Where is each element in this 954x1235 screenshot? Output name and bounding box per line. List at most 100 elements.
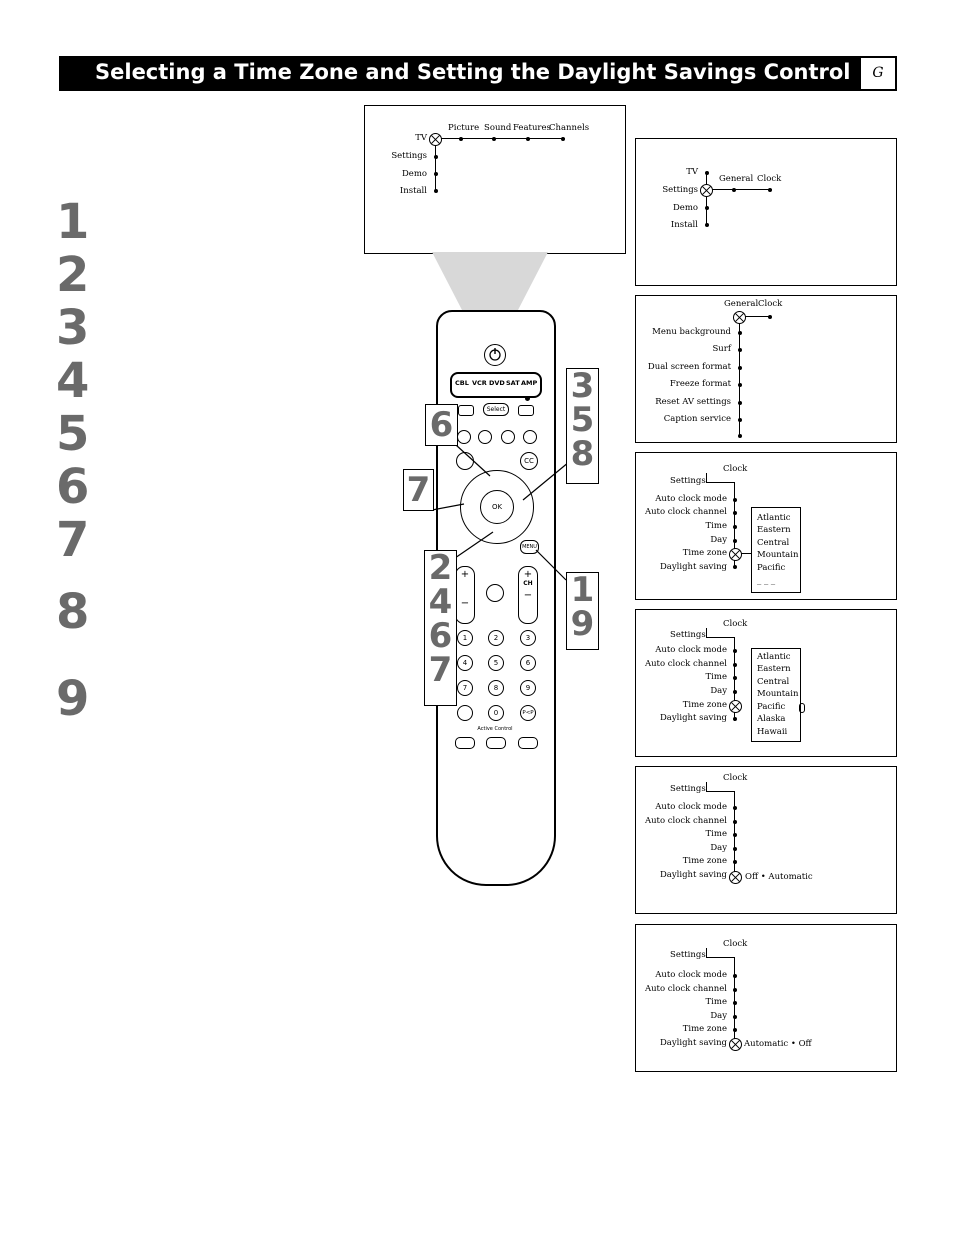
daylight-options: Off • Automatic — [745, 872, 813, 882]
timezone-list: Atlantic Eastern Central Mountain Pacifi… — [751, 648, 801, 742]
menu-item: Auto clock channel — [644, 507, 727, 517]
timezone-option: Central — [757, 538, 790, 548]
daylight-saving-screen: Clock Settings Auto clock mode Auto cloc… — [635, 766, 897, 914]
av-button[interactable] — [458, 405, 474, 416]
format-button[interactable] — [518, 405, 534, 416]
cc-button[interactable]: CC — [520, 452, 538, 470]
stop-button[interactable] — [478, 430, 492, 444]
function-button[interactable] — [455, 737, 475, 749]
menu-item: Caption service — [663, 414, 731, 424]
function-button[interactable] — [518, 737, 538, 749]
menu-tab: Channels — [549, 123, 590, 133]
menu-cursor-icon — [700, 184, 713, 197]
timezone-list: Atlantic Eastern Central Mountain Pacifi… — [751, 507, 801, 593]
digit-button[interactable]: 4 — [457, 655, 473, 671]
step-number: 1 — [56, 194, 90, 250]
digit-button[interactable]: 8 — [488, 680, 504, 696]
forward-button[interactable] — [523, 430, 537, 444]
settings-label: Settings — [670, 630, 706, 640]
digit-button[interactable]: 6 — [520, 655, 536, 671]
source-button-sat[interactable]: SAT — [506, 379, 520, 387]
menu-item: Time — [705, 829, 727, 839]
ok-button[interactable]: OK — [480, 490, 514, 524]
menu-item: Freeze format — [669, 379, 731, 389]
menu-item: Day — [710, 686, 727, 696]
source-button-cbl[interactable]: CBL — [455, 379, 469, 387]
step-number: 4 — [56, 353, 90, 409]
menu-item: Time zone — [682, 1024, 727, 1034]
clock-label: Clock — [723, 464, 748, 474]
navigation-ring[interactable] — [460, 470, 534, 544]
menu-cursor-icon — [733, 311, 746, 324]
digit-button[interactable]: 7 — [457, 680, 473, 696]
active-control-label: Active Control — [477, 726, 513, 732]
menu-item: Dual screen format — [647, 362, 731, 372]
play-button[interactable] — [501, 430, 515, 444]
menu-item: Time — [705, 521, 727, 531]
menu-item: Time — [705, 997, 727, 1007]
digit-button[interactable]: 0 — [488, 705, 504, 721]
menu-item: Time — [705, 672, 727, 682]
timezone-option: Atlantic — [757, 652, 791, 662]
timezone-option: Eastern — [757, 664, 791, 674]
menu-tab: Picture — [448, 123, 480, 133]
menu-item: Install — [670, 220, 698, 230]
menu-cursor-icon — [729, 1038, 742, 1051]
timezone-option: _ _ _ — [757, 576, 776, 586]
timezone-option: Atlantic — [757, 513, 791, 523]
source-button-vcr[interactable]: VCR — [472, 379, 487, 387]
source-button-dvd[interactable]: DVD — [489, 379, 505, 387]
step-number: 7 — [56, 512, 90, 568]
callout-step-7: 7 — [403, 469, 434, 511]
info-button[interactable] — [457, 705, 473, 721]
menu-item: Reset AV settings — [655, 397, 731, 407]
callout-steps-3-5-8: 3 5 8 — [566, 368, 599, 484]
digit-button[interactable]: 3 — [520, 630, 536, 646]
settings-menu-screen: TV Settings Demo Install General Clock — [635, 138, 897, 286]
channel-rocker[interactable]: +CH− — [518, 566, 538, 624]
menu-item: Day — [710, 843, 727, 853]
menu-item: Daylight saving — [659, 713, 727, 723]
menu-cursor-icon — [729, 871, 742, 884]
timezone-option: Alaska — [757, 714, 786, 724]
menu-item: Auto clock channel — [644, 816, 727, 826]
menu-item: Demo — [401, 169, 427, 179]
tv-menu-screen: Picture Sound Features Channels TV Setti… — [364, 105, 626, 254]
power-button[interactable] — [484, 344, 506, 366]
page-title: Selecting a Time Zone and Setting the Da… — [95, 60, 851, 84]
menu-item: Auto clock channel — [644, 984, 727, 994]
digit-button[interactable]: 1 — [457, 630, 473, 646]
digit-button[interactable]: 2 — [488, 630, 504, 646]
source-button-amp[interactable]: AMP — [521, 379, 538, 387]
section-tag: G — [860, 57, 896, 90]
settings-label: Settings — [670, 476, 706, 486]
daylight-options: Automatic • Off — [744, 1039, 812, 1049]
settings-label: Settings — [670, 784, 706, 794]
timezone-option: Mountain — [757, 689, 799, 699]
callout-steps-1-9: 1 9 — [566, 572, 599, 650]
menu-item: Auto clock mode — [655, 970, 727, 980]
step-number: 5 — [56, 406, 90, 462]
daylight-saving-result-screen: Clock Settings Auto clock mode Auto cloc… — [635, 924, 897, 1072]
digit-button[interactable]: 5 — [488, 655, 504, 671]
menu-item: Auto clock mode — [655, 802, 727, 812]
function-button[interactable] — [486, 737, 506, 749]
menu-cursor-icon — [429, 133, 442, 146]
power-icon — [489, 348, 501, 361]
digit-button[interactable]: 9 — [520, 680, 536, 696]
menu-item: TV — [686, 167, 698, 177]
menu-tab: General — [719, 174, 754, 184]
menu-tab: Features — [513, 123, 551, 133]
menu-button[interactable]: MENU — [520, 540, 539, 554]
select-button[interactable]: Select — [483, 403, 509, 416]
menu-item: Settings — [391, 151, 427, 161]
mute-button[interactable] — [486, 584, 504, 602]
previous-channel-button[interactable]: P<P — [520, 705, 536, 721]
menu-item: Daylight saving — [659, 870, 727, 880]
menu-cursor-icon — [729, 548, 742, 561]
source-selector: CBL VCR DVD SAT AMP — [450, 372, 542, 398]
timezone-list-screen: Clock Settings Auto clock mode Auto cloc… — [635, 609, 897, 757]
step-number: 9 — [56, 671, 90, 727]
menu-item: Settings — [662, 185, 698, 195]
